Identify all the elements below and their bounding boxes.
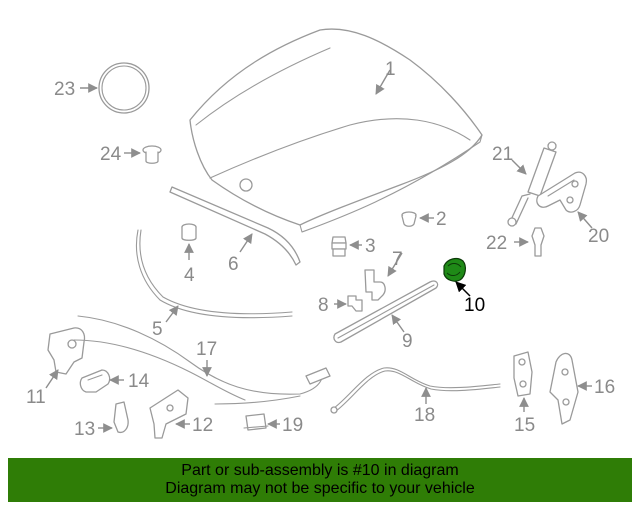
handle-part-14 xyxy=(79,369,111,393)
callout-19: 19 xyxy=(282,415,303,436)
callout-3: 3 xyxy=(365,236,376,257)
hood-panel-part-1 xyxy=(189,28,483,233)
side-bracket-part-16 xyxy=(549,352,579,425)
callout-4: 4 xyxy=(184,265,195,286)
callout-11: 11 xyxy=(26,387,46,408)
adjuster-bumper-part-3 xyxy=(331,236,347,257)
latch-assembly-part-11 xyxy=(47,327,246,401)
callout-13: 13 xyxy=(74,419,95,440)
front-seal-part-6 xyxy=(169,186,301,266)
callout-2: 2 xyxy=(436,209,447,230)
clip-part-8 xyxy=(347,295,363,312)
hinge-part-20 xyxy=(536,171,588,213)
release-cable-part-17 xyxy=(77,315,331,405)
banner-line-1: Part or sub-assembly is #10 in diagram xyxy=(181,462,459,479)
callout-8: 8 xyxy=(318,295,329,316)
callout-1: 1 xyxy=(385,59,396,80)
weatherstrip-part-5 xyxy=(135,229,293,319)
lock-bracket-part-15 xyxy=(513,351,533,397)
callout-5: 5 xyxy=(152,319,163,340)
release-bracket-part-12 xyxy=(149,389,189,439)
callout-21: 21 xyxy=(492,144,513,165)
clip-part-19 xyxy=(243,413,269,431)
callout-7: 7 xyxy=(392,249,403,270)
bracket-part-13 xyxy=(113,401,129,434)
parts-diagram: 1 23 24 2 3 4 6 5 xyxy=(26,28,615,440)
latch-striker-part-7 xyxy=(364,269,386,301)
callout-22: 22 xyxy=(486,233,507,254)
seal-ring-part-23 xyxy=(98,62,150,114)
callout-6: 6 xyxy=(228,254,239,275)
callout-12: 12 xyxy=(192,415,213,436)
gas-strut-part-21 xyxy=(507,141,557,227)
bumper-cushion-part-4 xyxy=(181,223,197,241)
callout-16: 16 xyxy=(594,377,615,398)
plug-cap-part-24 xyxy=(142,145,162,164)
callout-14: 14 xyxy=(128,371,150,392)
info-banner: Part or sub-assembly is #10 in diagram D… xyxy=(8,458,632,502)
secondary-cable-part-18 xyxy=(330,367,501,414)
callout-24: 24 xyxy=(100,144,122,165)
callout-9: 9 xyxy=(402,331,413,352)
callout-20: 20 xyxy=(588,226,609,247)
bumper-stop-part-2 xyxy=(401,211,417,227)
callout-10: 10 xyxy=(464,295,485,316)
banner-line-2: Diagram may not be specific to your vehi… xyxy=(165,480,475,497)
grommet-part-10 xyxy=(443,257,466,282)
callout-23: 23 xyxy=(54,79,75,100)
seal-strip-part-9 xyxy=(333,280,439,344)
pin-part-22 xyxy=(531,227,545,257)
callout-15: 15 xyxy=(514,415,535,436)
callout-17: 17 xyxy=(196,339,217,360)
callout-18: 18 xyxy=(414,405,435,426)
